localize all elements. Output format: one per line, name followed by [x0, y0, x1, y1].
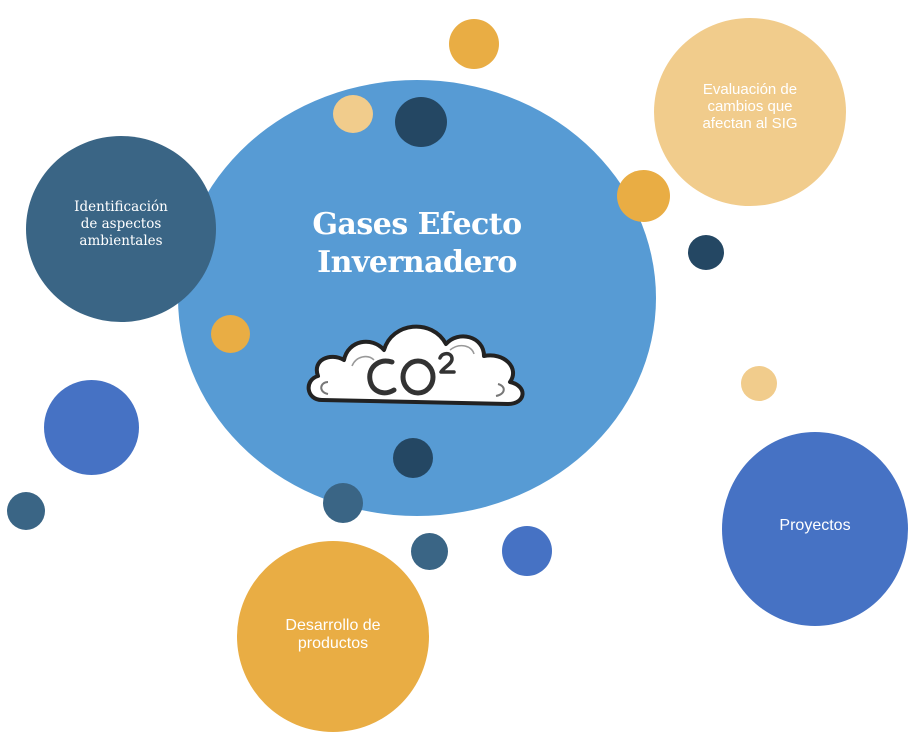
- topic-proyectos: Proyectos: [722, 432, 908, 626]
- decorative-dot: [741, 366, 777, 401]
- decorative-dot: [44, 380, 139, 475]
- topic-evaluacion-cambios-sig: Evaluación de cambios que afectan al SIG: [654, 18, 846, 206]
- topic-evaluacion-label: Evaluación de cambios que afectan al SIG: [702, 80, 798, 132]
- decorative-dot: [502, 526, 552, 576]
- decorative-dot: [211, 315, 250, 353]
- decorative-dot: [617, 170, 670, 222]
- topic-desarrollo-label: Desarrollo de productos: [285, 616, 381, 652]
- topic-desarrollo-productos: Desarrollo de productos: [237, 541, 429, 732]
- decorative-dot: [323, 483, 363, 523]
- topic-identificacion-label: Identificación de aspectos ambientales: [74, 198, 168, 249]
- decorative-dot: [395, 97, 447, 147]
- topic-proyectos-label: Proyectos: [779, 517, 851, 534]
- central-topic-title: Gases Efecto Invernadero: [312, 207, 522, 280]
- decorative-dot: [411, 533, 448, 570]
- decorative-dot: [449, 19, 499, 69]
- topic-identificacion-aspectos-ambientales: Identificación de aspectos ambientales: [26, 136, 216, 322]
- co2-cloud-image: [300, 308, 534, 420]
- decorative-dot: [333, 95, 373, 133]
- decorative-dot: [688, 235, 724, 270]
- decorative-dot: [393, 438, 433, 478]
- decorative-dot: [7, 492, 45, 530]
